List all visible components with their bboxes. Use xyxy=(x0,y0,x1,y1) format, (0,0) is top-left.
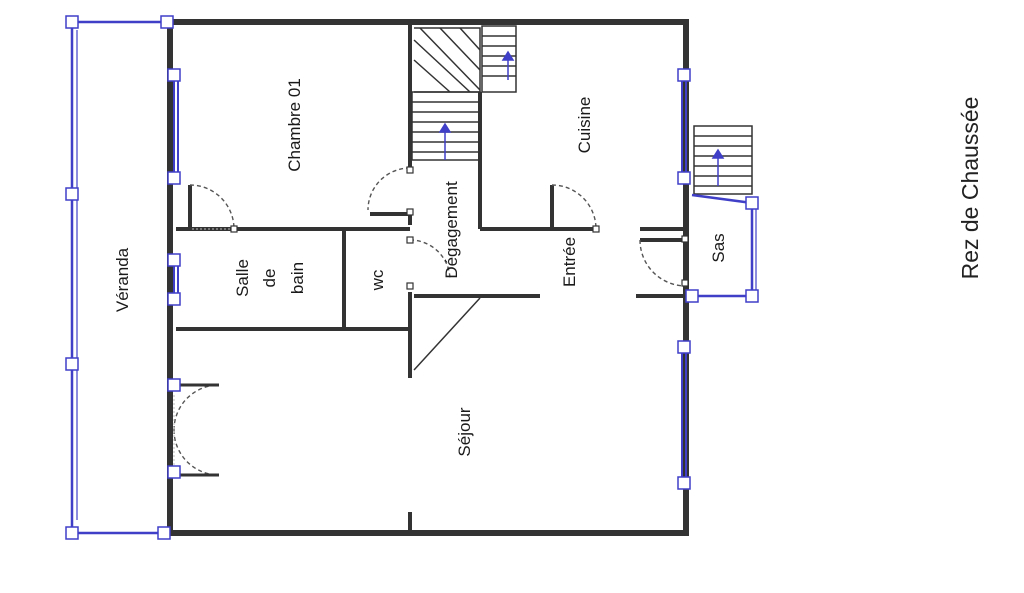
room-label-chambre: Chambre 01 xyxy=(285,78,304,172)
stair-arrow-icon xyxy=(438,50,515,160)
plan-title: Rez de Chaussée xyxy=(957,97,983,280)
veranda-outline xyxy=(70,20,167,535)
room-label-bain: bain xyxy=(288,262,307,294)
room-label-sas: Sas xyxy=(709,233,728,262)
sas-outline xyxy=(691,193,757,298)
door-openings xyxy=(173,228,234,465)
room-label-entree: Entrée xyxy=(560,237,579,287)
interior-walls xyxy=(176,22,686,533)
steps-arrow-icon xyxy=(711,148,725,186)
room-label-de: de xyxy=(260,269,279,288)
room-label-veranda: Véranda xyxy=(113,247,132,312)
room-label-sejour: Séjour xyxy=(455,407,474,456)
wall-markers xyxy=(230,166,689,290)
room-label-wc: wc xyxy=(368,269,387,291)
entrance-steps xyxy=(693,125,753,195)
door-swings xyxy=(173,167,687,476)
main-staircase xyxy=(411,25,517,371)
windows-selected xyxy=(173,75,687,483)
room-label-degagement: Dégagement xyxy=(442,181,461,279)
room-label-cuisine: Cuisine xyxy=(575,97,594,154)
door-leaves xyxy=(174,383,219,477)
room-label-salle: Salle xyxy=(233,259,252,297)
selection-handle-icon[interactable] xyxy=(65,15,759,540)
